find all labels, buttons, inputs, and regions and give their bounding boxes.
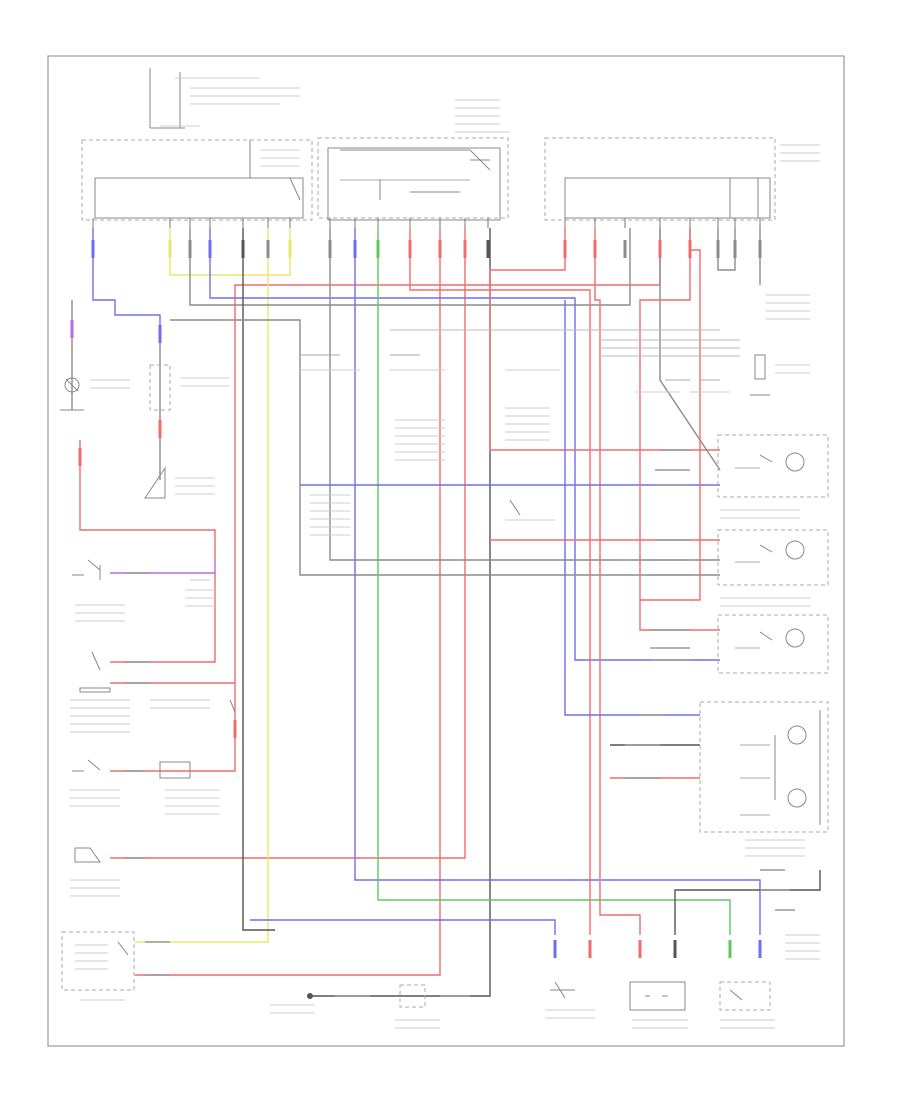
wire-red-right-1 (489, 228, 720, 451)
wire-blue-fuse (92, 228, 161, 345)
left-front-door-lock-unit (699, 701, 829, 857)
smart-junction-box-right (544, 137, 820, 221)
luggage-lamp (60, 377, 130, 411)
luggage-unlock-switch (144, 466, 215, 499)
left-rear-door-lock-unit (717, 597, 829, 674)
right-rear-door-lock-unit (717, 509, 829, 586)
fuse-block (149, 68, 300, 129)
wire-red-front-door (110, 228, 661, 772)
door-lock-relay (229, 699, 440, 1029)
wire-blue-main-unit (564, 300, 700, 716)
wire-gray-right-stack (717, 228, 736, 271)
wire-dark-ignition (310, 228, 491, 997)
wire-red-back (594, 228, 641, 935)
right-front-door-lock-unit (717, 434, 829, 498)
front-door-lock-switch (70, 651, 210, 733)
left-rear-door-switch (70, 847, 120, 897)
right-door-unlock-unit (629, 981, 688, 1029)
diagram-frame (47, 55, 845, 1047)
wire-yellow-ignition (135, 228, 269, 943)
connector-pins (92, 218, 761, 228)
smart-junction-box-center (317, 99, 510, 221)
wire-dark-bus-2 (242, 228, 275, 931)
wire-gray-bus-3 (170, 319, 720, 576)
wire-gray-mid (329, 228, 720, 561)
center-junctions (300, 354, 560, 536)
wire-dark-right-bottom (674, 870, 821, 935)
wire-red-right-2 (639, 228, 720, 631)
relay-switch-right (635, 379, 730, 393)
wire-red-center (409, 228, 591, 935)
smart-junction-box-left (81, 139, 313, 221)
wire-red-luggage-lamp (79, 440, 216, 560)
wire-gray-bus-1 (189, 228, 631, 306)
guide-lines (390, 329, 740, 357)
back-door-unlock-unit (719, 934, 820, 1029)
left-door-unlock-unit (545, 981, 595, 1019)
wire-tags (70, 240, 762, 958)
ignition-switch (61, 931, 135, 1001)
luggage-switch (149, 364, 230, 411)
wire-red-right-4 (640, 228, 701, 601)
junction-ground (750, 294, 810, 396)
wire-green-center (377, 228, 731, 935)
wire-blue-left (250, 919, 556, 935)
door-lock-indicator-switch (72, 559, 215, 622)
wire-red-indicator (110, 573, 216, 663)
wire-blue-bus-1 (209, 228, 720, 661)
wire-purple-unlock (110, 560, 216, 574)
wire-red-left-door (110, 228, 466, 859)
wire-yellow-top (169, 228, 291, 276)
wire-blue-center (354, 228, 761, 935)
wire-red-ignition (135, 228, 441, 976)
wire-labels (125, 449, 795, 997)
left-door-lock-switch (70, 759, 220, 815)
